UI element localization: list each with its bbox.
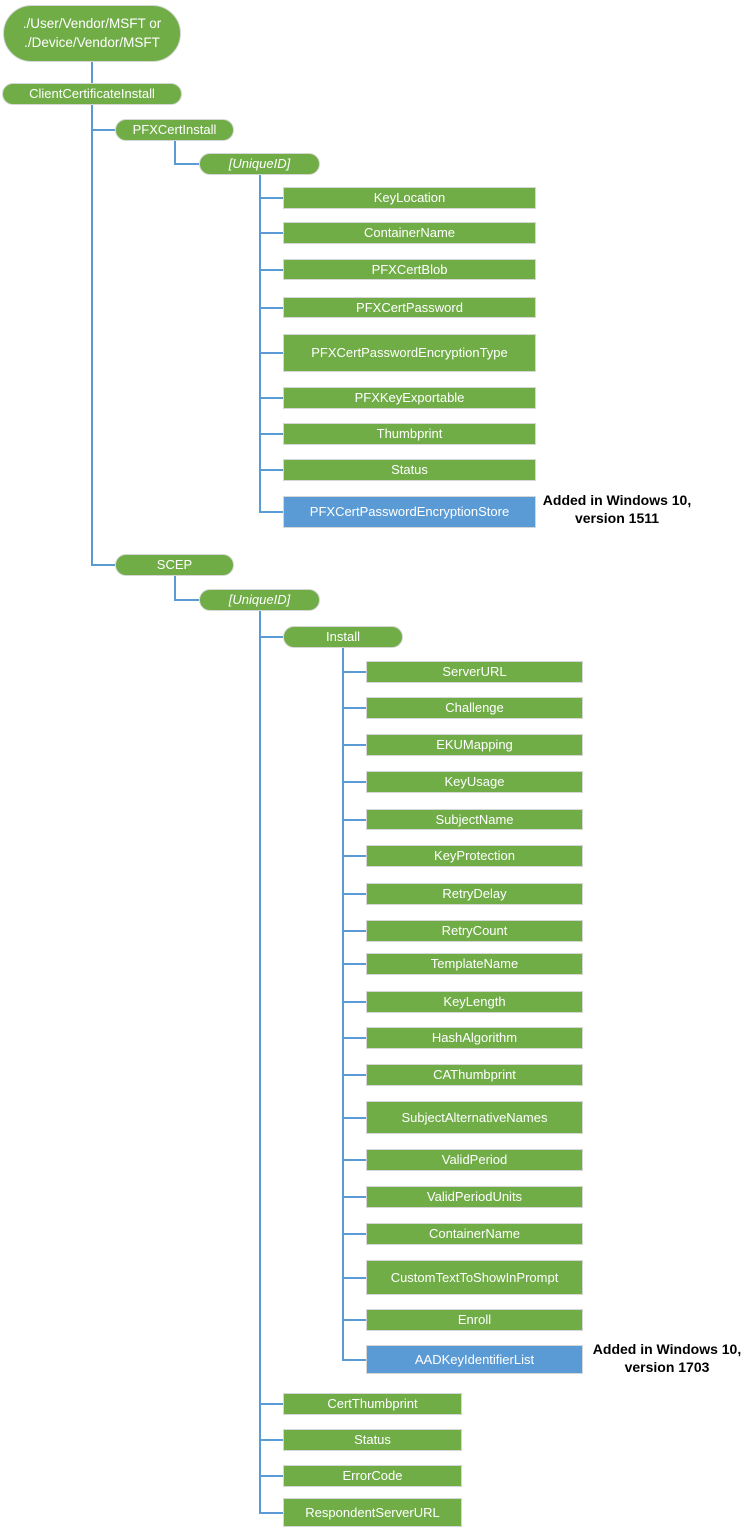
node-subject-alternative-names: SubjectAlternativeNames xyxy=(366,1101,583,1134)
connector-segment xyxy=(342,1319,366,1321)
node-pfx-cert-password: PFXCertPassword xyxy=(283,297,536,318)
connector-segment xyxy=(342,707,366,709)
connector-segment xyxy=(173,163,199,165)
connector-segment xyxy=(91,62,93,83)
node-scep-uniqueid: [UniqueID] xyxy=(199,589,320,611)
connector-segment xyxy=(258,636,283,638)
connector-segment xyxy=(258,1511,283,1514)
node-pfx-cert-password-encryption-store: PFXCertPasswordEncryptionStore xyxy=(283,496,536,528)
connector-segment xyxy=(258,306,283,309)
annotation-note-1511: Added in Windows 10, version 1511 xyxy=(542,492,692,526)
node-pfx-status: Status xyxy=(283,459,536,481)
node-scep-status: Status xyxy=(283,1429,462,1451)
node-aad-key-identifier-list: AADKeyIdentifierList xyxy=(366,1345,583,1374)
node-scep: SCEP xyxy=(115,554,234,576)
connector-segment xyxy=(342,963,366,965)
connector-segment xyxy=(258,469,283,471)
node-hash-algorithm: HashAlgorithm xyxy=(366,1027,583,1049)
node-root: ./User/Vendor/MSFT or ./Device/Vendor/MS… xyxy=(3,5,181,62)
connector-segment xyxy=(342,1196,366,1198)
connector-segment xyxy=(342,893,366,895)
node-error-code: ErrorCode xyxy=(283,1465,462,1487)
node-client-certificate-install: ClientCertificateInstall xyxy=(2,83,182,105)
connector-segment xyxy=(342,1001,366,1003)
node-respondent-server-url: RespondentServerURL xyxy=(283,1498,462,1527)
connector-segment xyxy=(258,175,261,513)
connector-segment xyxy=(342,744,366,746)
node-subject-name: SubjectName xyxy=(366,809,583,830)
connector-segment xyxy=(91,105,93,566)
connector-segment xyxy=(91,129,115,131)
connector-segment xyxy=(258,433,283,435)
node-pfx-uniqueid: [UniqueID] xyxy=(199,153,320,175)
connector-segment xyxy=(342,1233,366,1235)
node-key-usage: KeyUsage xyxy=(366,771,583,793)
node-key-length: KeyLength xyxy=(366,991,583,1013)
node-key-protection: KeyProtection xyxy=(366,845,583,867)
node-key-location: KeyLocation xyxy=(283,187,536,209)
node-cert-thumbprint: CertThumbprint xyxy=(283,1393,462,1415)
node-pfx-cert-install: PFXCertInstall xyxy=(115,119,234,141)
node-pfx-container-name: ContainerName xyxy=(283,222,536,244)
connector-segment xyxy=(342,781,366,783)
connector-segment xyxy=(258,268,283,271)
connector-segment xyxy=(342,671,366,673)
connector-segment xyxy=(342,818,366,821)
connector-segment xyxy=(173,141,176,165)
node-pfx-cert-password-encryption-type: PFXCertPasswordEncryptionType xyxy=(283,334,536,372)
node-eku-mapping: EKUMapping xyxy=(366,734,583,756)
connector-segment xyxy=(342,1358,366,1361)
connector-segment xyxy=(342,1037,366,1039)
node-pfx-cert-blob: PFXCertBlob xyxy=(283,259,536,280)
connector-segment xyxy=(258,511,283,513)
connector-segment xyxy=(258,352,283,354)
node-retry-delay: RetryDelay xyxy=(366,883,583,905)
node-pfx-key-exportable: PFXKeyExportable xyxy=(283,387,536,409)
connector-segment xyxy=(258,197,283,199)
node-ca-thumbprint: CAThumbprint xyxy=(366,1064,583,1086)
connector-segment xyxy=(258,232,283,234)
node-retry-count: RetryCount xyxy=(366,920,583,942)
node-server-url: ServerURL xyxy=(366,661,583,683)
connector-segment xyxy=(258,1403,283,1405)
node-challenge: Challenge xyxy=(366,697,583,719)
connector-segment xyxy=(258,1439,283,1441)
connector-segment xyxy=(258,397,283,399)
connector-segment xyxy=(342,1276,366,1279)
connector-segment xyxy=(342,1159,366,1161)
connector-segment xyxy=(91,564,115,566)
connector-segment xyxy=(342,855,366,857)
annotation-note-1703: Added in Windows 10, version 1703 xyxy=(592,1341,742,1375)
connector-segment xyxy=(342,930,366,932)
connector-segment xyxy=(342,648,344,1361)
node-valid-period-units: ValidPeriodUnits xyxy=(366,1186,583,1208)
connector-segment xyxy=(342,1074,366,1076)
connector-segment xyxy=(173,576,176,601)
connector-segment xyxy=(258,611,261,1514)
node-install-container-name: ContainerName xyxy=(366,1223,583,1245)
connector-segment xyxy=(342,1116,366,1119)
node-install: Install xyxy=(283,626,403,648)
node-enroll: Enroll xyxy=(366,1309,583,1331)
node-pfx-thumbprint: Thumbprint xyxy=(283,423,536,445)
node-valid-period: ValidPeriod xyxy=(366,1149,583,1171)
connector-segment xyxy=(258,1475,283,1477)
node-template-name: TemplateName xyxy=(366,953,583,975)
node-custom-text-to-show-in-prompt: CustomTextToShowInPrompt xyxy=(366,1260,583,1295)
connector-segment xyxy=(173,599,199,601)
